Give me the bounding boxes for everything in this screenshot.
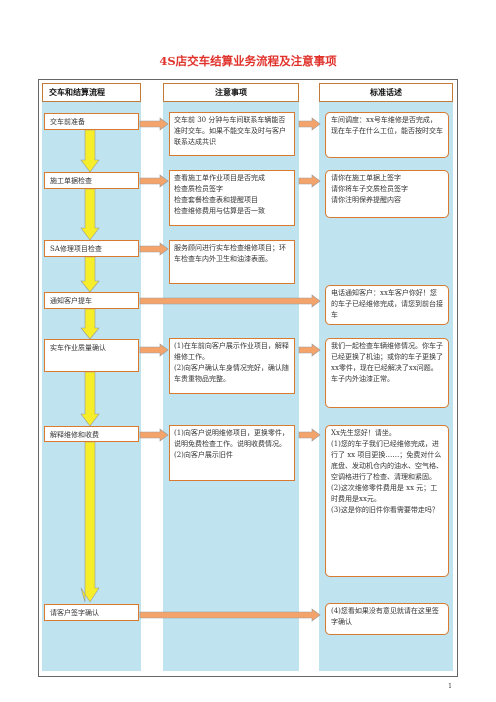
side-arrow-script-4 <box>298 343 321 357</box>
page-number: 1 <box>448 683 452 690</box>
script-document-check: 请你在施工单据上签字 请你将车子交质检员签字 请你注明保养提醒内容 <box>325 170 449 218</box>
note-prepare: 交车前 30 分钟与车间联系车辆能否准时交车。如果不能交车及时与客户联系达成共识 <box>169 112 295 156</box>
note-explain-charges: (1)向客户说明维修项目，更换零件，说明免费检查工作。说明收费情况。 (2)向客… <box>169 425 295 481</box>
note-document-check: 查看施工单作业项目是否完成 检查质检员签字 检查套餐检查表和提醒项目 检查维修费… <box>169 170 295 226</box>
down-arrows <box>80 129 100 603</box>
side-arrow-script-6 <box>139 608 321 622</box>
step-sa-check: SA修理项目检查 <box>44 240 139 257</box>
down-arrow-2 <box>80 188 100 241</box>
side-arrow-notes-5 <box>139 428 169 442</box>
note-sa-check: 服务顾问进行实车检查维修项目；环车检查车内外卫生和油漆表面。 <box>169 240 295 284</box>
step-notify-customer: 通知客户提车 <box>44 292 139 309</box>
side-arrow-notes-2 <box>139 174 169 188</box>
down-arrow-3 <box>80 256 100 293</box>
step-prepare: 交车前准备 <box>44 113 139 130</box>
script-sign-confirm: (4)您看如果没有意见就请在这里签字确认 <box>325 603 449 635</box>
script-prepare: 车间调度：xx号车维修是否完成，现在车子在什么工位，能否按时交车 <box>325 112 449 158</box>
side-arrow-script-5 <box>298 428 321 442</box>
down-arrow-4 <box>80 308 100 340</box>
side-arrow-script-3 <box>139 294 321 308</box>
header-notes: 注意事项 <box>163 83 299 102</box>
script-quality-confirm: 我们一起检查车辆维修情况。你车子已经更换了机油；或你的车子更换了xx零件，现在已… <box>325 338 449 408</box>
side-arrow-notes-1 <box>139 117 169 131</box>
down-arrow-1 <box>80 129 100 173</box>
step-sign-confirm: 请客户签字确认 <box>44 604 139 621</box>
step-explain-charges: 解释维修和收费 <box>44 426 139 442</box>
note-quality-confirm: (1)在车前向客户展示作业项目，解释维修工作。 (2)向客户确认车身情况完好，确… <box>169 338 295 394</box>
step-document-check: 施工单据检查 <box>44 172 139 189</box>
page-title: 4S店交车结算业务流程及注意事项 <box>159 54 337 68</box>
flow-frame <box>38 79 458 677</box>
side-arrows <box>139 117 321 622</box>
down-arrow-5 <box>80 371 100 427</box>
header-script: 标准话述 <box>319 83 453 102</box>
side-arrow-script-2 <box>298 174 321 188</box>
step-quality-confirm: 实车作业质量确认 <box>44 339 139 372</box>
script-notify-customer: 电话通知客户：xx车客户你好！您的车子已经维修完成，请您到前台接车 <box>325 285 449 325</box>
side-arrow-script-1 <box>298 117 321 131</box>
side-arrow-notes-3 <box>139 242 169 256</box>
script-explain-charges: Xx先生您好！请坐。 (1)您的车子我们已经维修完成，进行了 xx 项目更换……… <box>325 425 449 577</box>
down-arrow-6 <box>80 441 100 603</box>
header-flow: 交车和结算流程 <box>42 83 141 102</box>
side-arrow-notes-4 <box>139 343 169 357</box>
